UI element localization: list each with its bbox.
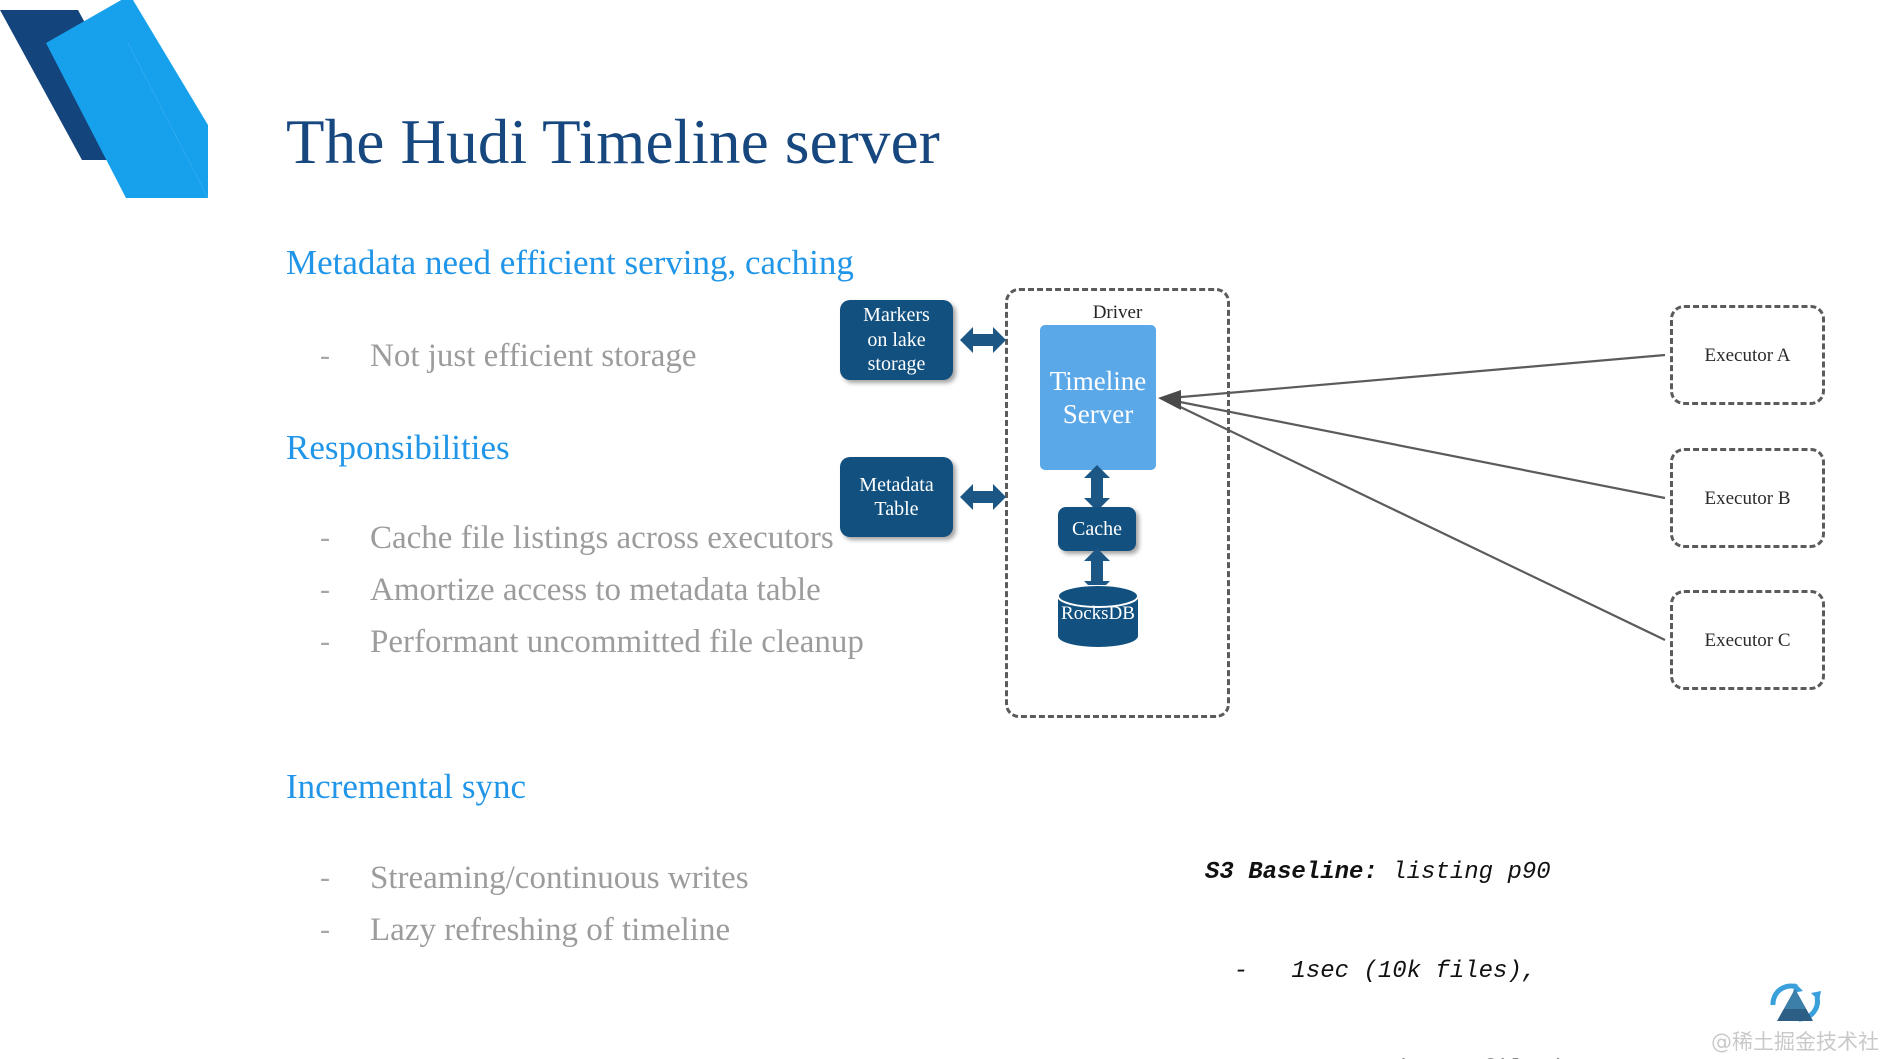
list-item: - Not just efficient storage — [320, 330, 697, 382]
bullet-dash-icon: - — [320, 913, 330, 946]
list-item-label: Streaming/continuous writes — [370, 860, 749, 896]
cache-rocksdb-bidirectional-arrow-icon — [1084, 548, 1110, 594]
markers-bidirectional-arrow-icon — [960, 327, 1006, 353]
timeline-server-label: Timeline Server — [1049, 365, 1147, 429]
benchmark-line: - 1sec (10k files), — [1205, 955, 1666, 988]
executor-b-box — [1670, 448, 1825, 548]
architecture-diagram: Driver Markers on lake storage Metadata … — [840, 280, 1840, 730]
list-item-label: Performant uncommitted file cleanup — [370, 624, 864, 660]
bullet-dash-icon: - — [320, 339, 330, 372]
bullet-dash-icon: - — [320, 573, 330, 606]
timeline-server-box: Timeline Server — [1040, 325, 1156, 470]
markers-on-lake-storage-box: Markers on lake storage — [840, 300, 953, 380]
section-heading-responsibilities: Responsibilities — [286, 428, 510, 467]
list-item: - Amortize access to metadata table — [320, 564, 864, 616]
benchmark-value: listing p90 — [1377, 859, 1551, 886]
benchmark-value: - 10 sec (100K files) — [1205, 1057, 1565, 1059]
list-item: - Lazy refreshing of timeline — [320, 904, 749, 956]
benchmark-value: - 1sec (10k files), — [1205, 958, 1537, 985]
metadata-bidirectional-arrow-icon — [960, 484, 1006, 510]
watermark: @稀土掘金技术社区 — [1710, 975, 1880, 1059]
benchmark-line: - 10 sec (100K files) — [1205, 1054, 1666, 1059]
executor-a-label: Executor A — [1704, 345, 1791, 366]
list-item-label: Not just efficient storage — [370, 338, 697, 374]
benchmark-text-block: S3 Baseline: listing p90 - 1sec (10k fil… — [1205, 790, 1666, 1059]
bullet-dash-icon: - — [320, 521, 330, 554]
executor-c-label: Executor C — [1704, 630, 1791, 651]
list-item: - Streaming/continuous writes — [320, 852, 749, 904]
bullet-group-responsibilities: - Cache file listings across executors -… — [320, 512, 864, 668]
metadata-table-box: Metadata Table — [840, 457, 953, 537]
list-item-label: Cache file listings across executors — [370, 520, 834, 556]
juejin-logo-icon — [1770, 983, 1821, 1022]
bullet-group-metadata: - Not just efficient storage — [320, 330, 697, 382]
executor-c-box — [1670, 590, 1825, 690]
list-item: - Cache file listings across executors — [320, 512, 864, 564]
list-item-label: Amortize access to metadata table — [370, 572, 821, 608]
markers-box-label: Markers on lake storage — [863, 304, 930, 376]
page-title: The Hudi Timeline server — [286, 107, 940, 177]
benchmark-label: S3 Baseline: — [1205, 859, 1378, 886]
timeline-cache-bidirectional-arrow-icon — [1084, 465, 1110, 511]
executor-a-box — [1670, 305, 1825, 405]
list-item-label: Lazy refreshing of timeline — [370, 912, 731, 948]
metadata-box-label: Metadata Table — [859, 473, 934, 520]
list-item: - Performant uncommitted file cleanup — [320, 616, 864, 668]
watermark-text: @稀土掘金技术社区 — [1711, 1030, 1879, 1054]
section-heading-metadata: Metadata need efficient serving, caching — [286, 243, 854, 282]
section-heading-incremental-sync: Incremental sync — [286, 767, 527, 806]
driver-label: Driver — [1092, 302, 1143, 323]
bullet-group-incremental-sync: - Streaming/continuous writes - Lazy ref… — [320, 852, 749, 956]
benchmark-line: S3 Baseline: listing p90 — [1205, 856, 1666, 889]
corner-ribbon-logo — [0, 0, 208, 198]
cache-box: Cache — [1058, 507, 1136, 551]
bullet-dash-icon: - — [320, 861, 330, 894]
cache-box-label: Cache — [1072, 517, 1122, 540]
bullet-dash-icon: - — [320, 625, 330, 658]
executor-b-label: Executor B — [1704, 488, 1791, 509]
rocksdb-cylinder-icon — [1057, 585, 1139, 647]
driver-container — [1005, 288, 1230, 718]
